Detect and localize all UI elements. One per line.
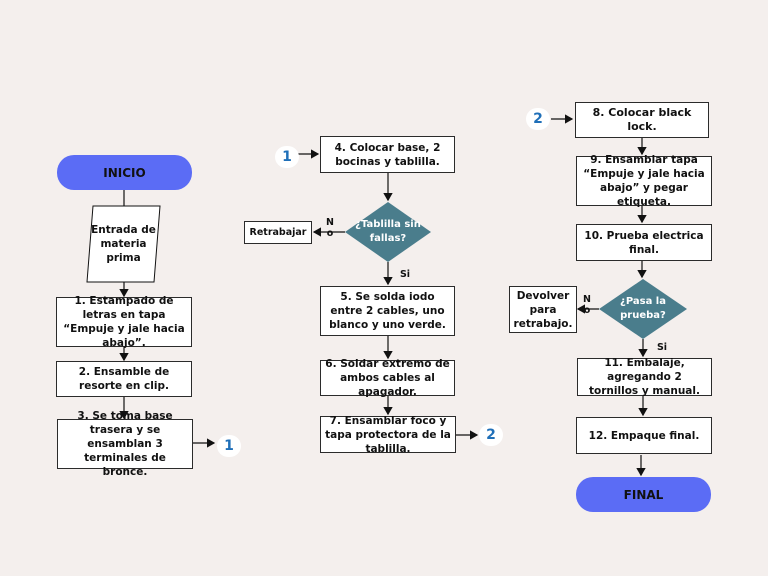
step-2-box: 2. Ensamble de resorte en clip. [56,361,192,397]
step-12-box: 12. Empaque final. [576,417,712,454]
step-11-box: 11. Embalaje, agregando 2 tornillos y ma… [577,357,712,397]
connector-2-in: 2 [526,108,550,130]
return-rework-box: Devolver para retrabajo. [509,286,577,333]
step-4-box: 4. Colocar base, 2 bocinas y tablilla. [320,136,455,173]
rework-box: Retrabajar [244,221,312,244]
final-terminal: FINAL [576,477,711,512]
no-label-prueba: No [583,294,591,316]
decision-text-prueba: ¿Pasa la prueba? [620,296,666,321]
start-terminal: INICIO [57,155,192,190]
connector-1-out: 1 [217,435,241,457]
step-9-box: 9. Ensamblar tapa “Empuje y jale hacia a… [576,154,712,208]
decision-diamond-prueba [599,279,687,339]
step-6-box: 6. Soldar extremo de ambos cables al apa… [320,358,455,398]
connector-1-in: 1 [275,146,299,168]
input-label: Entrada de materia prima [91,224,156,264]
step-1-box: 1. Estampado de letras en tapa “Empuje y… [56,295,192,349]
yes-label-tablilla: Si [399,269,411,280]
connector-2-out: 2 [479,424,503,446]
decision-text-tablilla: ¿Tablilla sin fallas? [355,219,421,244]
yes-label-prueba: Si [656,342,668,353]
step-3-box: 3. Se toma base trasera y se ensamblan 3… [57,410,193,478]
no-label-tablilla: No [326,217,334,239]
step-10-box: 10. Prueba electrica final. [576,224,712,261]
decision-diamond-tablilla [345,202,431,262]
step-7-box: 7. Ensamblar foco y tapa protectora de l… [320,415,456,455]
step-5-box: 5. Se solda iodo entre 2 cables, uno bla… [320,286,455,336]
input-parallelogram [86,205,161,283]
step-8-box: 8. Colocar black lock. [575,102,709,138]
